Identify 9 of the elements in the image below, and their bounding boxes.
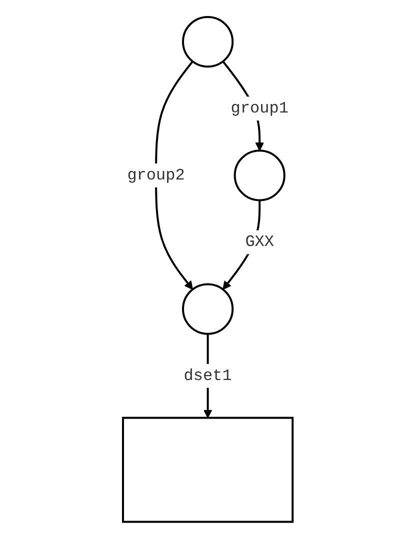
edge-label: group1 [230, 100, 289, 118]
edge-label: dset1 [184, 366, 232, 385]
node-circle [234, 150, 286, 202]
node-box [122, 416, 294, 523]
edge-label: GXX [245, 233, 274, 252]
node-circle [182, 16, 234, 68]
node-circle [182, 283, 234, 335]
edge-label: group2 [127, 166, 185, 184]
arrow [155, 60, 194, 290]
